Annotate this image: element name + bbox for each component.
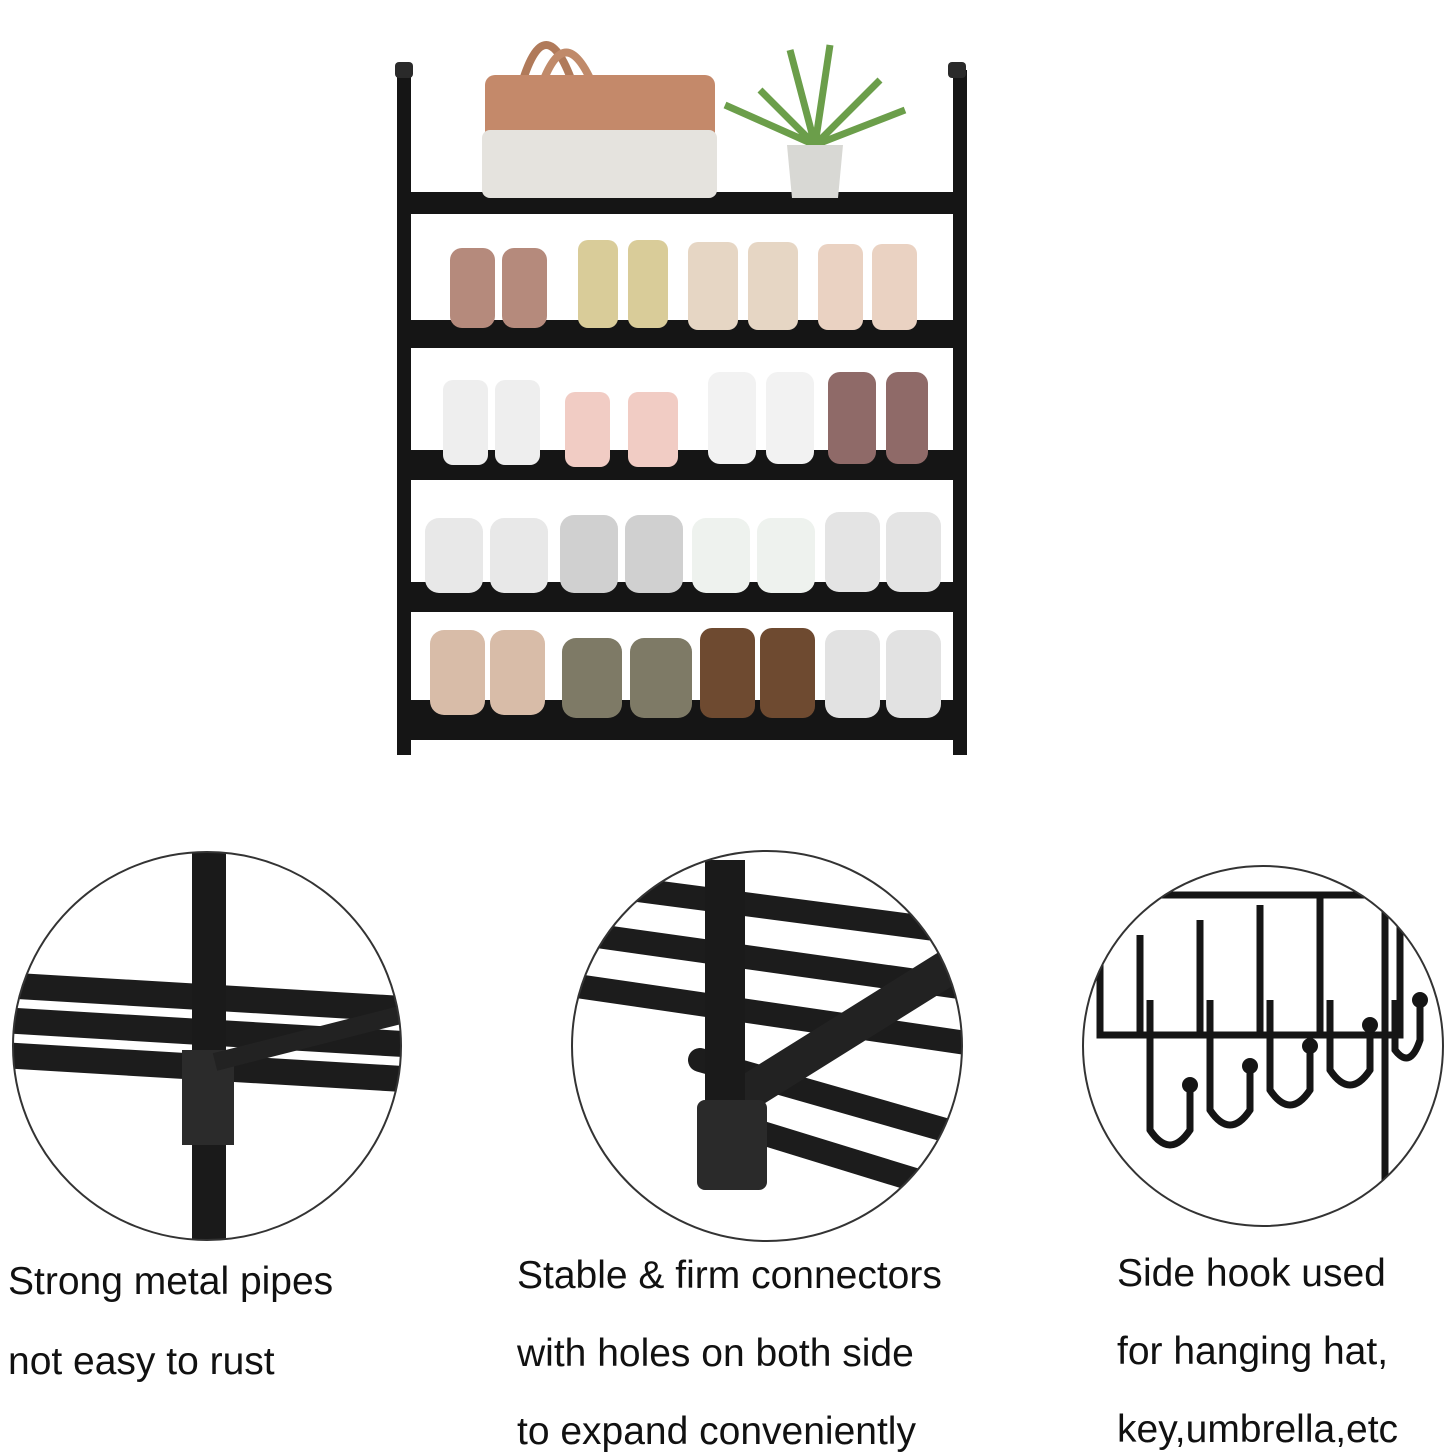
shoe-rack	[395, 41, 967, 755]
shoes	[425, 240, 941, 718]
caption-connectors-line3: to expand conveniently	[517, 1410, 916, 1453]
caption-connectors-line2: with holes on both side	[517, 1332, 914, 1375]
caption-hook-line1: Side hook used	[1117, 1252, 1386, 1295]
detail-circle-hook	[1082, 865, 1444, 1227]
caption-pipes-line1: Strong metal pipes	[8, 1260, 334, 1303]
caption-pipes-line2: not easy to rust	[8, 1340, 275, 1383]
caption-hook-line3: key,umbrella,etc	[1117, 1408, 1399, 1451]
handbag	[482, 41, 717, 198]
caption-hook-line2: for hanging hat,	[1117, 1330, 1389, 1373]
potted-plant	[723, 44, 907, 198]
caption-connectors-line1: Stable & firm connectors	[517, 1254, 942, 1297]
detail-circle-connectors	[571, 850, 963, 1242]
detail-circle-pipes	[12, 851, 402, 1241]
